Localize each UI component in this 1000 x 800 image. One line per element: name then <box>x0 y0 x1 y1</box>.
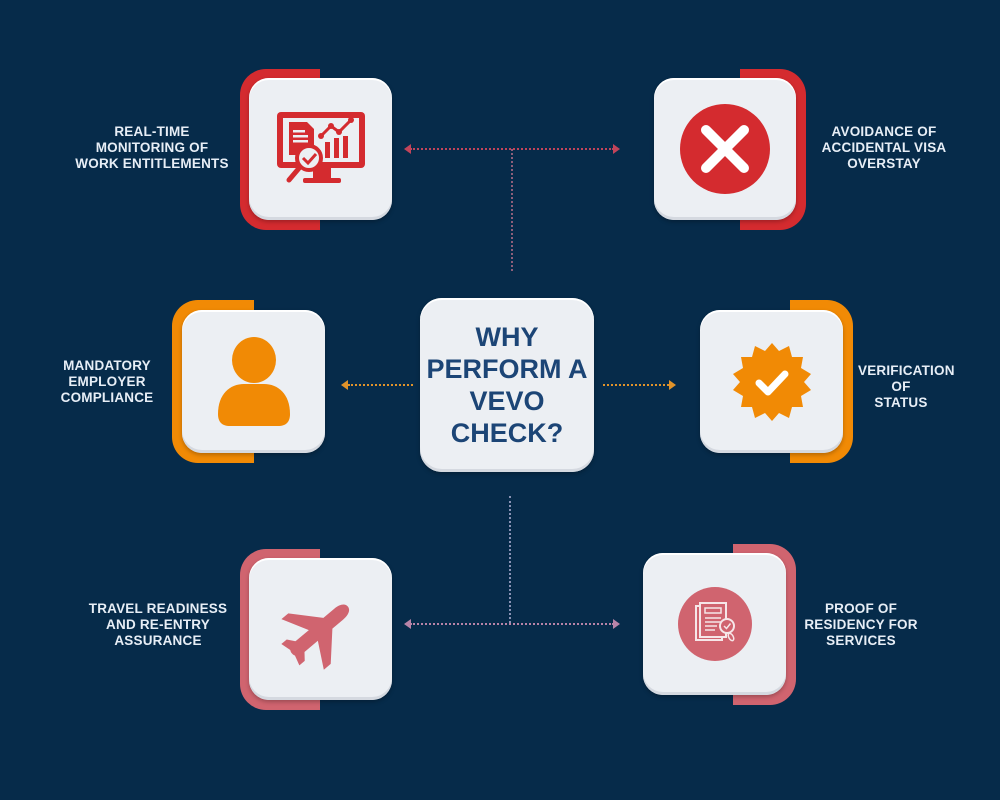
connector-mid-right <box>603 384 669 386</box>
title-line: PERFORM A <box>426 354 588 384</box>
label-line: EMPLOYER <box>68 374 146 389</box>
user-icon <box>217 336 290 426</box>
label-line: PROOF OF <box>824 601 898 616</box>
label-line: VERIFICATION <box>858 363 955 378</box>
label-line: SERVICES <box>826 633 896 648</box>
connector-bottom-vertical <box>509 496 511 623</box>
label-line: AND RE-ENTRY <box>106 617 210 632</box>
label-line: OVERSTAY <box>847 156 921 171</box>
item-card-bottom-left <box>249 558 392 700</box>
label-line: ASSURANCE <box>114 633 202 648</box>
item-card-top-left <box>249 78 392 220</box>
connector-mid-left <box>348 384 413 386</box>
monitor-analytics-icon <box>276 112 365 183</box>
arrow-right-icon <box>613 619 620 629</box>
item-card-mid-right <box>700 310 843 453</box>
label-line: WORK ENTITLEMENTS <box>75 156 229 171</box>
verified-badge-icon <box>732 342 811 421</box>
airplane-icon <box>280 604 349 670</box>
item-label-bottom-right: PROOF OF RESIDENCY FOR SERVICES <box>802 601 920 649</box>
arrow-right-icon <box>669 380 676 390</box>
title-line: CHECK? <box>450 418 564 448</box>
title-line: WHY <box>475 322 539 352</box>
title-line: VEVO <box>469 386 545 416</box>
label-line: OF <box>891 379 911 394</box>
label-line: AVOIDANCE OF <box>831 124 937 139</box>
connector-bottom-horizontal <box>410 623 614 625</box>
item-card-mid-left <box>182 310 325 453</box>
item-card-top-right <box>654 78 796 220</box>
item-label-top-right: AVOIDANCE OF ACCIDENTAL VISA OVERSTAY <box>812 124 956 172</box>
arrow-left-icon <box>404 144 411 154</box>
item-label-top-left: REAL-TIME MONITORING OF WORK ENTITLEMENT… <box>60 124 244 172</box>
item-label-mid-right: VERIFICATION OF STATUS <box>858 363 955 411</box>
page-title: WHY PERFORM A VEVO CHECK? <box>427 321 588 449</box>
label-line: TRAVEL READINESS <box>88 601 228 616</box>
document-search-icon <box>677 587 752 661</box>
label-line: MONITORING OF <box>95 140 209 155</box>
label-line: MANDATORY <box>63 358 151 373</box>
label-line: ACCIDENTAL VISA <box>821 140 947 155</box>
label-line: STATUS <box>874 395 928 410</box>
arrow-left-icon <box>404 619 411 629</box>
item-label-mid-left: MANDATORY EMPLOYER COMPLIANCE <box>44 358 170 406</box>
arrow-right-icon <box>613 144 620 154</box>
connector-top-vertical <box>511 149 513 271</box>
arrow-left-icon <box>341 380 348 390</box>
label-line: REAL-TIME <box>114 124 190 139</box>
label-line: RESIDENCY FOR <box>804 617 918 632</box>
item-label-bottom-left: TRAVEL READINESS AND RE-ENTRY ASSURANCE <box>78 601 238 649</box>
label-line: COMPLIANCE <box>60 390 154 405</box>
x-circle-icon <box>680 104 770 194</box>
item-card-bottom-right <box>643 553 786 695</box>
center-title-card: WHY PERFORM A VEVO CHECK? <box>420 298 594 472</box>
